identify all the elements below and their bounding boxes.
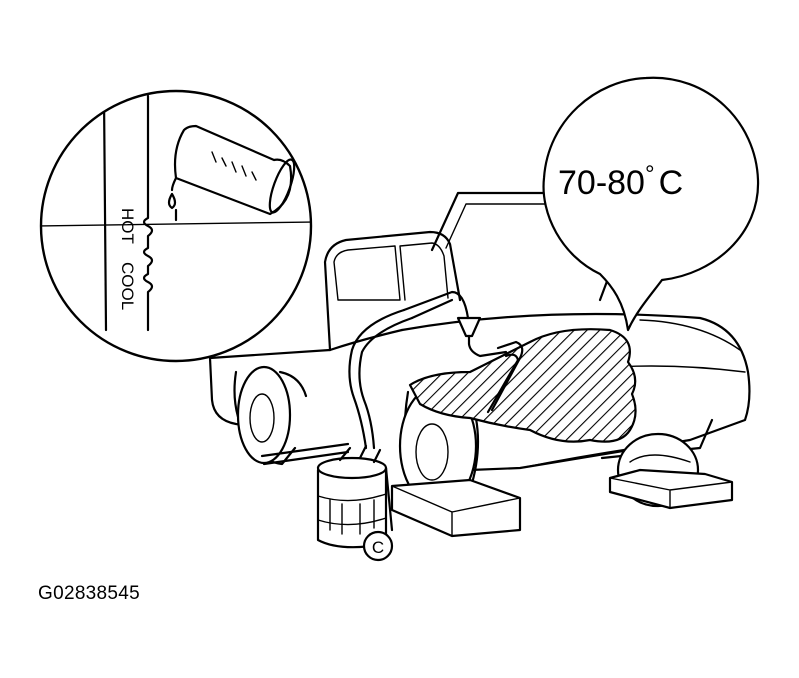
wheel-blocks xyxy=(390,468,734,538)
inset-detail: HOT COOL xyxy=(39,89,313,363)
temperature-unit: C xyxy=(659,164,684,202)
degree-mark: ° xyxy=(645,161,655,188)
drain-can-label: C xyxy=(372,538,384,557)
coolant-drop-icon xyxy=(167,192,178,222)
measuring-cup-icon xyxy=(170,124,296,216)
coolant-drain-can xyxy=(260,442,394,549)
rear-wheel xyxy=(233,365,308,466)
hot-label: HOT xyxy=(118,208,137,244)
figure-id: G02838545 xyxy=(38,583,141,604)
temperature-range-value: 70-80 xyxy=(558,164,645,202)
filler-funnel xyxy=(402,290,524,414)
temperature-callout: 70-80°C xyxy=(542,76,760,332)
cool-label: COOL xyxy=(118,262,137,310)
temperature-range: 70-80°C xyxy=(558,161,683,202)
drain-hose xyxy=(348,308,414,450)
drain-can-wheel: C xyxy=(362,530,394,562)
engine-hatched xyxy=(408,328,637,443)
